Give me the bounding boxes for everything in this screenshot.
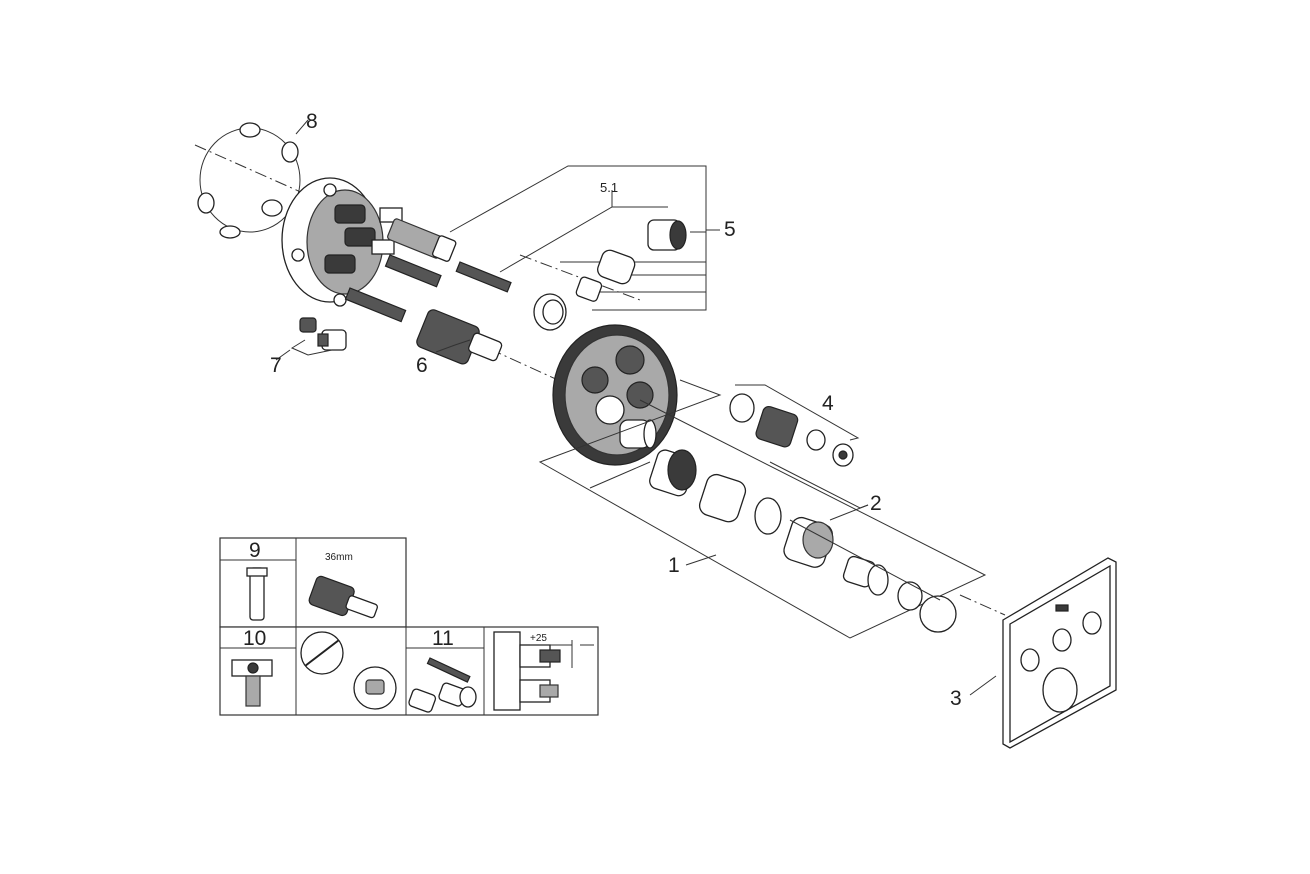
label-2: 2 (870, 492, 882, 515)
valve-body-part (281, 177, 403, 307)
part-1-components (649, 449, 782, 535)
label-7: 7 (270, 354, 282, 377)
accessory-10-label: 10 (243, 627, 266, 650)
label-5: 5 (724, 218, 736, 241)
label-1: 1 (668, 554, 680, 577)
accessory-9-cartridge (308, 575, 378, 619)
no-tool-icon (300, 631, 344, 675)
accessory-9-size: 36mm (325, 552, 353, 563)
label-8: 8 (306, 110, 318, 133)
accessory-11-dim: +25 (530, 633, 547, 644)
part-5-components (533, 219, 687, 331)
backplate-part (552, 324, 678, 466)
accessory-11-parts (408, 657, 477, 713)
label-6: 6 (416, 354, 428, 377)
accessory-10-tool (231, 659, 273, 707)
part-4-components (729, 393, 854, 467)
accessory-11-label: 11 (432, 627, 454, 650)
accessory-9-label: 9 (249, 539, 261, 562)
part-7-nipples (299, 317, 347, 351)
tool-ok-icon (353, 666, 397, 710)
axis-lines (194, 144, 1006, 616)
part-2-components (783, 516, 957, 633)
label-4: 4 (822, 392, 834, 415)
cover-plate-part (1002, 557, 1117, 749)
accessory-9-tool (246, 567, 268, 621)
shafts-part (344, 218, 512, 323)
accessory-11-install-drawing (493, 631, 594, 711)
leader-lines-1 (538, 379, 987, 639)
part-6-cartridge (416, 309, 503, 365)
o-ring-chain-part (197, 122, 301, 239)
label-3: 3 (950, 687, 962, 710)
label-5-1: 5.1 (600, 180, 618, 195)
